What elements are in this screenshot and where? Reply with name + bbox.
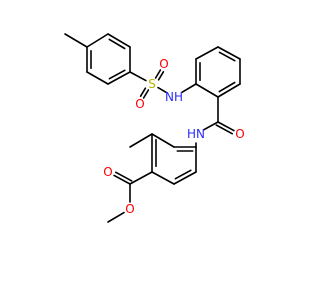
atom-label-n1: NH	[165, 90, 183, 104]
bond-R2-R3	[195, 46, 219, 60]
bond-B2-C_me2	[129, 133, 153, 148]
bond-T5-T6	[107, 33, 131, 48]
bond-C_es-O_es1	[113, 174, 131, 185]
bond-C_am-O_am	[217, 121, 235, 132]
bond-T4-S	[129, 71, 147, 82]
bond-R3-R4	[217, 46, 241, 60]
bond-C_am-N2	[203, 121, 219, 131]
bond-B1-B2	[151, 133, 175, 148]
bond-C_me1-T1	[64, 33, 88, 48]
bond-C_am-O_am-second	[215, 124, 233, 135]
bond-N1-R1	[180, 83, 197, 94]
atom-label-o-s1: O	[159, 57, 168, 71]
atom-label-s: S	[148, 77, 156, 91]
bond-S-O_s2-second	[139, 87, 147, 97]
atom-label-o-es1: O	[103, 165, 112, 179]
bond-B3-C_es	[129, 171, 153, 185]
bond-R5-R6-inner	[218, 81, 236, 93]
bond-T5-T6-inner	[108, 38, 126, 50]
bond-R3-R4-inner	[218, 51, 236, 62]
bond-T3-T4-inner	[108, 69, 126, 80]
bond-B4-B5	[173, 171, 197, 185]
bond-R6-R1	[195, 83, 219, 98]
bond-O_es2-C_me3	[107, 211, 125, 223]
bond-T6-T1	[86, 33, 109, 48]
bond-S-N1	[157, 86, 168, 94]
bond-S-O_s1-second	[157, 71, 165, 81]
atom-label-o-s2: O	[135, 97, 144, 111]
bond-C_es-O_es1-second	[115, 171, 133, 182]
bond-T3-T4	[107, 71, 131, 85]
bond-layer	[64, 33, 241, 223]
atom-label-o-am: O	[235, 127, 244, 141]
bond-S-O_s1	[154, 69, 162, 79]
bond-R5-R6	[217, 83, 241, 98]
bond-B3-B4	[151, 171, 175, 185]
bond-T2-T3	[86, 71, 109, 85]
bond-B4-B5-inner	[174, 169, 192, 180]
atom-label-o-es2: O	[125, 202, 134, 216]
bond-S-O_s2	[142, 89, 150, 99]
atom-label-n2: HN	[187, 127, 205, 141]
